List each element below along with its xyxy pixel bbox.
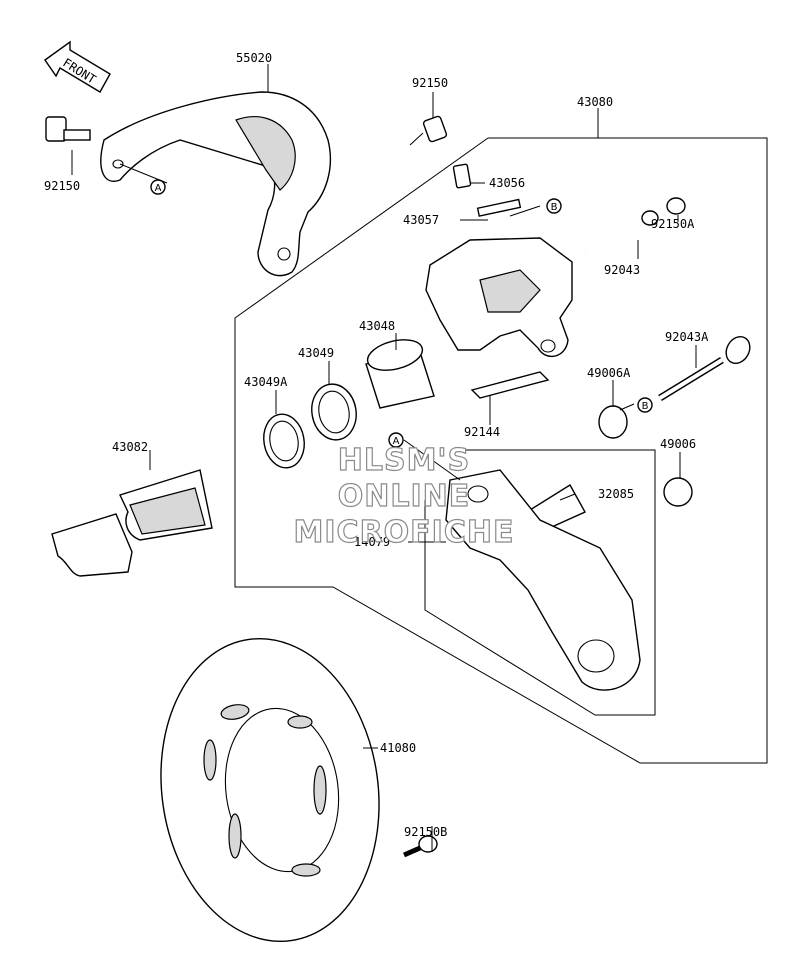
callout-a-2: A <box>388 432 404 448</box>
part-label-43049A: 43049A <box>244 375 288 389</box>
part-label-92150-left: 92150 <box>44 179 80 193</box>
bleeder-valve <box>452 163 472 189</box>
slide-pin-92043A <box>658 335 751 401</box>
callout-b-1: B <box>546 198 562 214</box>
leader-lines <box>71 64 697 852</box>
boot-49006 <box>663 477 693 507</box>
callout-b-2: B <box>637 397 653 413</box>
part-label-55020: 55020 <box>236 51 272 65</box>
part-label-43056: 43056 <box>489 176 525 190</box>
part-label-32085: 32085 <box>598 487 634 501</box>
part-label-43080: 43080 <box>577 95 613 109</box>
bolt-92150-left <box>45 116 91 142</box>
svg-text:B: B <box>642 401 649 412</box>
part-label-14079: 14079 <box>354 535 390 549</box>
bolt-92150-top <box>409 115 448 146</box>
part-label-43082: 43082 <box>112 440 148 454</box>
caliper-guard-bracket <box>100 91 332 277</box>
caliper-plate <box>476 198 522 217</box>
watermark-line-3: MICROFICHE <box>294 515 515 550</box>
svg-text:B: B <box>551 202 558 213</box>
dust-seal-43049-inner <box>318 390 350 434</box>
brake-pads <box>51 469 213 577</box>
caliper-subassembly-outline <box>424 449 656 716</box>
pad-spring <box>470 371 550 399</box>
svg-text:A: A <box>155 183 162 194</box>
part-label-92043: 92043 <box>604 263 640 277</box>
slide-pin-92043 <box>584 210 659 255</box>
watermark-line-2: ONLINE <box>338 479 471 514</box>
piston-seal-43049A-inner <box>269 420 299 462</box>
part-label-92150-top: 92150 <box>412 76 448 90</box>
piston <box>365 339 435 409</box>
brake-disc <box>160 638 380 942</box>
part-label-43057: 43057 <box>403 213 439 227</box>
callout-a-1: A <box>150 179 166 195</box>
part-label-49006: 49006 <box>660 437 696 451</box>
part-label-92043A: 92043A <box>665 330 709 344</box>
part-label-41080: 41080 <box>380 741 416 755</box>
watermark-line-1: HLSM'S <box>338 443 470 478</box>
part-label-43049: 43049 <box>298 346 334 360</box>
caliper-bracket <box>445 469 641 691</box>
boot-49006A <box>598 405 628 439</box>
svg-text:A: A <box>393 436 400 447</box>
part-label-92150B: 92150B <box>404 825 447 839</box>
part-label-92144: 92144 <box>464 425 500 439</box>
part-label-49006A: 49006A <box>587 366 631 380</box>
part-label-43048: 43048 <box>359 319 395 333</box>
watermark: HLSM'S ONLINE MICROFICHE <box>293 442 515 550</box>
front-arrow-icon: FRONT <box>44 40 111 93</box>
part-label-92150A: 92150A <box>651 217 695 231</box>
caliper-body <box>425 237 573 358</box>
assembly-outline <box>234 137 768 764</box>
pin-boot-92150A <box>666 197 686 215</box>
